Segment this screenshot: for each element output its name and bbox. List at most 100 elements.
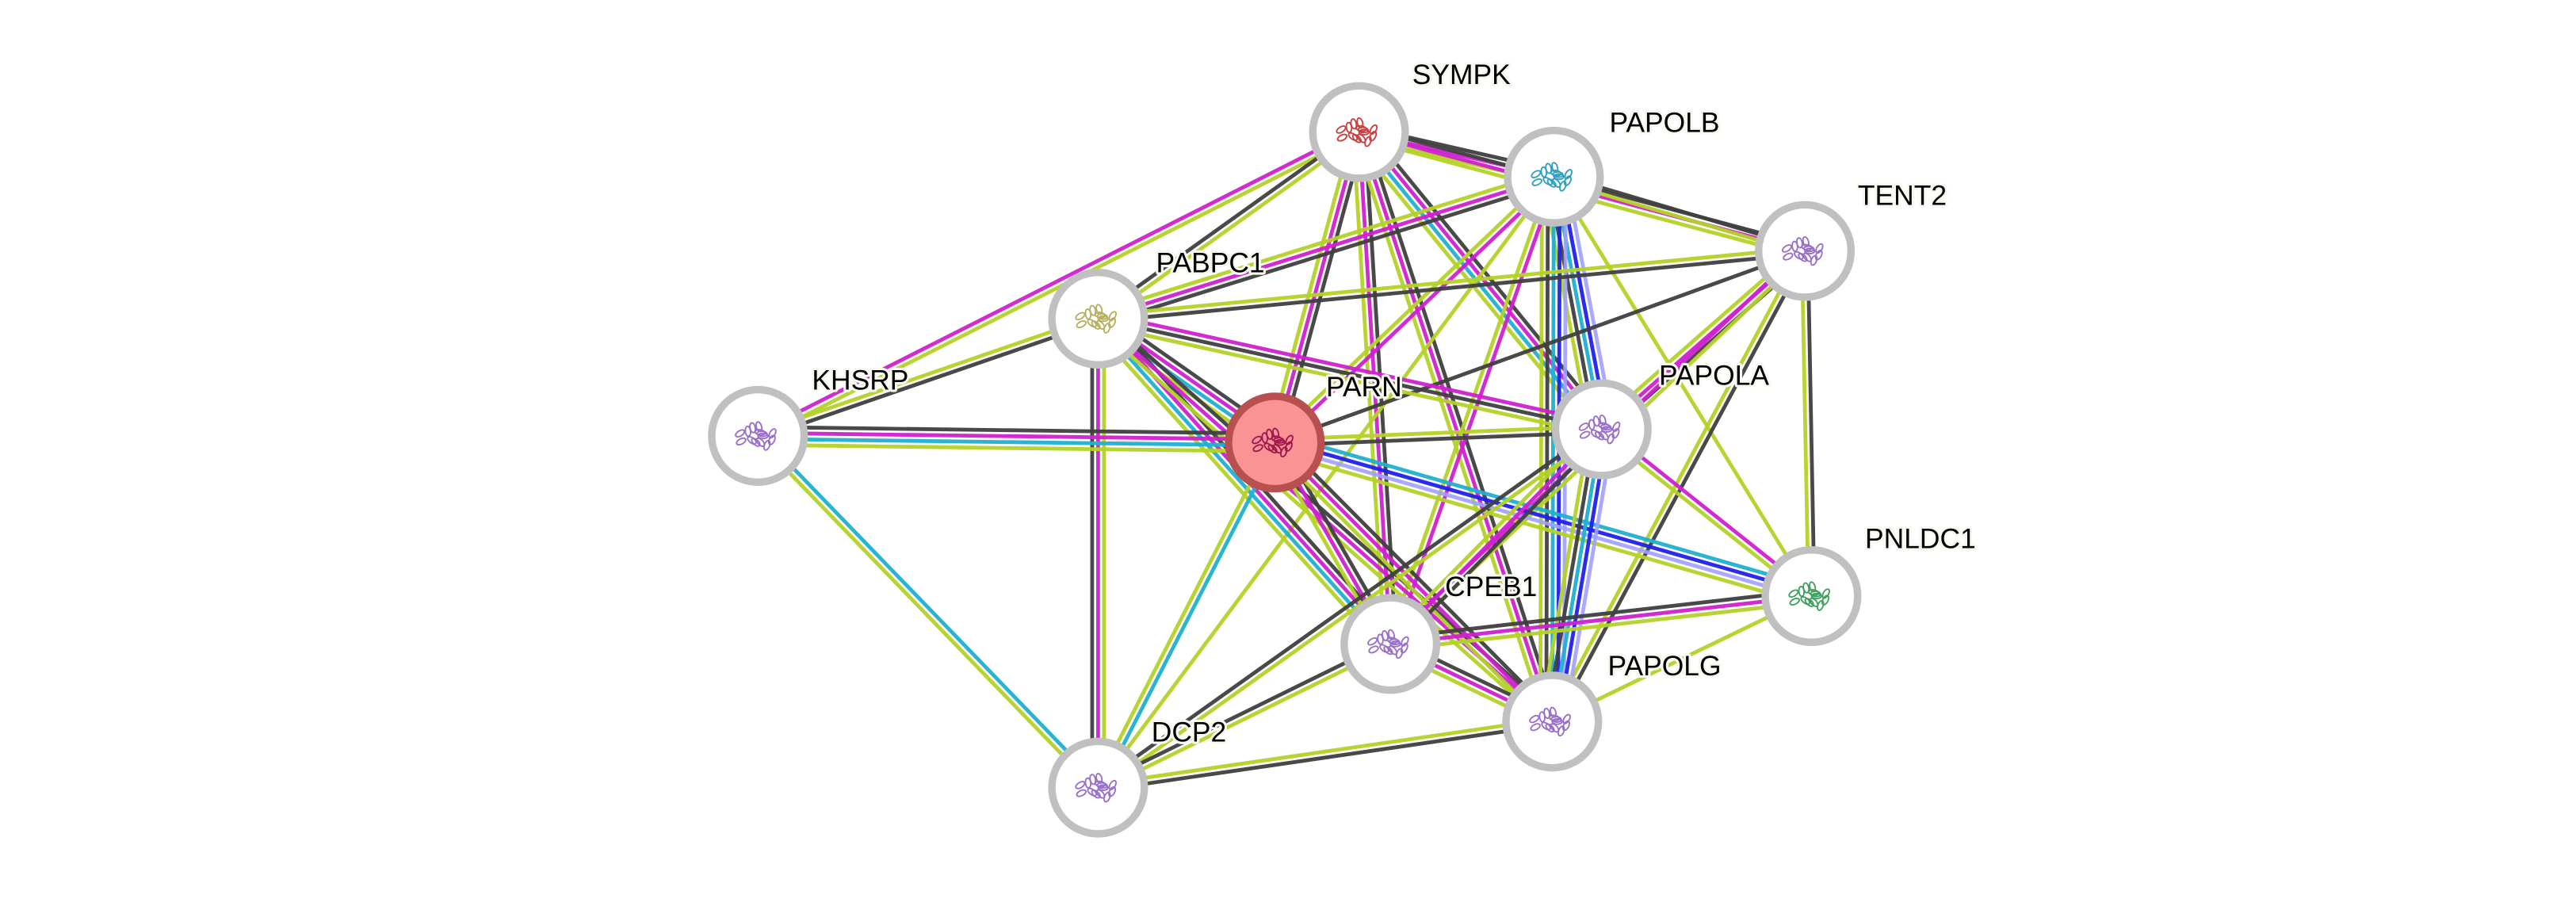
evidence-line bbox=[1099, 442, 1279, 790]
node-papolb[interactable]: PAPOLB bbox=[1504, 105, 1722, 227]
evidence-line bbox=[1275, 430, 1603, 448]
evidence-line bbox=[1275, 438, 1814, 595]
evidence-line bbox=[1098, 251, 1806, 324]
node-tent2[interactable]: TENT2 bbox=[1755, 177, 1949, 301]
protein-structure-icon bbox=[1075, 304, 1117, 334]
evidence-line bbox=[1393, 432, 1607, 650]
evidence-line bbox=[1097, 174, 1555, 321]
node-label: PABPC1 bbox=[1156, 247, 1265, 279]
evidence-line bbox=[1389, 594, 1812, 646]
node-label: SYMPK bbox=[1412, 59, 1511, 90]
edge-parn-papolg[interactable] bbox=[1269, 437, 1558, 728]
protein-structure-icon bbox=[735, 421, 777, 451]
evidence-line bbox=[756, 314, 1098, 435]
evidence-line bbox=[1095, 128, 1359, 318]
evidence-line bbox=[1389, 588, 1811, 640]
evidence-line bbox=[1538, 426, 1592, 721]
evidence-line bbox=[758, 425, 1275, 436]
edge-papolb-pnldc1[interactable] bbox=[1552, 175, 1814, 598]
edge-parn-pnldc1[interactable] bbox=[1271, 432, 1815, 607]
evidence-line bbox=[1273, 132, 1361, 443]
evidence-line bbox=[1544, 176, 1550, 722]
evidence-line bbox=[1278, 132, 1367, 445]
edge-pabpc1-khsrp[interactable] bbox=[756, 314, 1100, 441]
evidence-line bbox=[1273, 443, 1812, 601]
edge-sympk-parn[interactable] bbox=[1267, 130, 1367, 445]
evidence-line bbox=[1093, 440, 1275, 788]
evidence-line bbox=[1095, 639, 1390, 787]
node-label: KHSRP bbox=[812, 365, 908, 396]
edge-tent2-pabpc1[interactable] bbox=[1097, 246, 1806, 324]
edge-khsrp-parn[interactable] bbox=[758, 425, 1275, 453]
evidence-line bbox=[1099, 311, 1603, 426]
protein-structure-icon bbox=[1252, 427, 1294, 458]
evidence-line bbox=[1391, 177, 1559, 646]
evidence-line bbox=[1267, 130, 1355, 442]
edge-papolg-dcp2[interactable] bbox=[1097, 717, 1554, 793]
protein-structure-icon bbox=[1531, 162, 1573, 192]
evidence-line bbox=[1277, 437, 1558, 719]
evidence-line bbox=[1273, 441, 1554, 724]
evidence-line bbox=[1271, 173, 1554, 442]
edge-parn-papola[interactable] bbox=[1275, 424, 1603, 448]
protein-structure-icon bbox=[1529, 706, 1571, 737]
edge-pnldc1-cpeb1[interactable] bbox=[1389, 588, 1813, 652]
node-label: CPEB1 bbox=[1445, 571, 1537, 602]
node-pabpc1[interactable]: PABPC1 bbox=[1048, 245, 1267, 369]
node-dcp2[interactable]: DCP2 bbox=[1048, 713, 1229, 838]
node-khsrp[interactable]: KHSRP bbox=[708, 361, 912, 486]
node-label: PAPOLA bbox=[1659, 359, 1769, 391]
node-parn[interactable]: PARN bbox=[1225, 369, 1405, 493]
evidence-line bbox=[1364, 125, 1611, 426]
protein-structure-icon bbox=[1336, 117, 1378, 147]
evidence-line bbox=[1389, 427, 1603, 646]
edge-tent2-pnldc1[interactable] bbox=[1799, 250, 1817, 597]
evidence-line bbox=[1099, 132, 1363, 323]
edge-papolb-pabpc1[interactable] bbox=[1095, 169, 1557, 327]
evidence-line bbox=[759, 432, 1102, 787]
node-pnldc1[interactable]: PNLDC1 bbox=[1761, 520, 1978, 647]
edge-pabpc1-dcp2[interactable] bbox=[1090, 319, 1106, 788]
evidence-line bbox=[1097, 246, 1805, 318]
evidence-line bbox=[1098, 722, 1554, 793]
edge-sympk-pabpc1[interactable] bbox=[1095, 128, 1363, 323]
evidence-line bbox=[1094, 319, 1390, 648]
evidence-line bbox=[1095, 425, 1602, 787]
evidence-line bbox=[1090, 323, 1385, 652]
evidence-line bbox=[1275, 424, 1602, 442]
evidence-line bbox=[1799, 250, 1811, 597]
evidence-line bbox=[758, 442, 1275, 453]
edge-tent2-parn[interactable] bbox=[1274, 249, 1806, 445]
evidence-line bbox=[758, 437, 1275, 448]
node-papola[interactable]: PAPOLA bbox=[1551, 357, 1772, 480]
node-cpeb1[interactable]: CPEB1 bbox=[1340, 568, 1539, 694]
node-papolg[interactable]: PAPOLG bbox=[1502, 648, 1724, 772]
node-label: PAPOLB bbox=[1609, 107, 1719, 139]
edge-khsrp-dcp2[interactable] bbox=[754, 432, 1102, 791]
evidence-line bbox=[758, 430, 1275, 442]
protein-structure-icon bbox=[1781, 235, 1824, 266]
evidence-line bbox=[1096, 323, 1601, 438]
edge-pabpc1-papola[interactable] bbox=[1096, 311, 1603, 438]
edge-papola-dcp2[interactable] bbox=[1095, 425, 1605, 792]
protein-structure-icon bbox=[1578, 414, 1621, 445]
evidence-line bbox=[1097, 316, 1603, 431]
evidence-line bbox=[754, 436, 1098, 791]
evidence-line bbox=[1095, 169, 1553, 315]
protein-structure-icon bbox=[1367, 629, 1409, 659]
edge-cpeb1-dcp2[interactable] bbox=[1095, 639, 1393, 793]
node-sympk[interactable]: SYMPK bbox=[1309, 56, 1513, 182]
protein-structure-icon bbox=[1075, 773, 1117, 803]
evidence-line bbox=[1276, 432, 1815, 590]
edge-papolb-parn[interactable] bbox=[1271, 173, 1557, 446]
evidence-line bbox=[1097, 717, 1553, 787]
protein-structure-icon bbox=[1788, 581, 1830, 611]
evidence-line bbox=[755, 128, 1359, 435]
edge-parn-dcp2[interactable] bbox=[1093, 440, 1279, 790]
evidence-line bbox=[1269, 445, 1550, 728]
evidence-line bbox=[1099, 644, 1393, 793]
evidence-line bbox=[1538, 176, 1544, 722]
node-label: TENT2 bbox=[1858, 179, 1947, 211]
evidence-line bbox=[1099, 430, 1605, 792]
